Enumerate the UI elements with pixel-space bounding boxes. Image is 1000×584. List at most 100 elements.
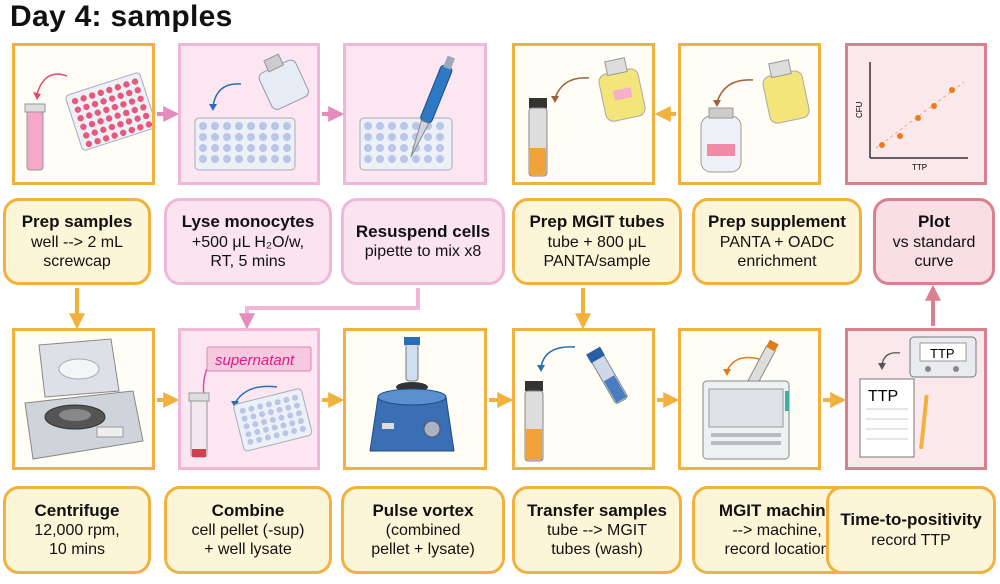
well-dot — [262, 426, 269, 433]
ttp-notebook: TTP — [868, 388, 898, 405]
well-dot — [400, 144, 408, 152]
well-dot — [376, 155, 384, 163]
step-line: well --> 2 mL — [30, 233, 124, 251]
well-dot — [295, 410, 302, 417]
well-dot — [376, 133, 384, 141]
well-dot — [283, 396, 290, 403]
well-dot — [80, 95, 87, 102]
well-dot — [282, 430, 289, 437]
well-dot — [364, 122, 372, 130]
well-dot — [283, 122, 291, 130]
well-dot — [273, 432, 280, 439]
well-dot — [134, 115, 141, 122]
time-to-positivity-panel: TTP TTP — [845, 328, 987, 470]
well-dot — [267, 409, 274, 416]
prep-supplement-panel — [678, 43, 821, 185]
arrow-resuspend-to-combine — [239, 288, 420, 330]
well-dot — [364, 144, 372, 152]
step-heading: MGIT machine — [718, 500, 836, 520]
well-dot — [271, 155, 279, 163]
well-dot — [259, 122, 267, 130]
step-line: (combined — [385, 522, 461, 539]
step-heading: Combine — [211, 500, 285, 520]
well-dot — [436, 144, 444, 152]
step-heading: Prep MGIT tubes — [529, 212, 665, 232]
step-time-to-positivity: Time-to-positivity record TTP — [826, 486, 996, 574]
well-dot — [199, 144, 207, 152]
well-dot — [436, 155, 444, 163]
step-heading: Resuspend cells — [355, 221, 491, 241]
well-dot — [247, 133, 255, 141]
plot-panel: CFU TTP — [845, 43, 987, 185]
well-dot — [74, 106, 82, 113]
well-dot — [199, 133, 207, 141]
step-line: 12,000 rpm, — [34, 522, 120, 539]
step-line: +500 μL H₂O/w, — [191, 233, 305, 251]
well-dot — [114, 112, 121, 119]
step-prep-mgit: Prep MGIT tubes tube + 800 μL PANTA/samp… — [512, 198, 682, 285]
well-dot — [211, 133, 219, 141]
step-line: cell pellet (-sup) — [191, 522, 305, 539]
step-line: --> machine, — [732, 522, 822, 539]
well-dot — [223, 144, 231, 152]
well-dot — [102, 135, 110, 142]
prep-samples-panel — [12, 43, 155, 185]
step-heading: Prep supplement — [708, 212, 846, 232]
well-dot — [252, 421, 259, 428]
pulse-vortex-panel — [343, 328, 487, 470]
well-dot — [142, 112, 150, 120]
well-dot — [106, 86, 113, 94]
well-dot — [140, 104, 147, 111]
plot-xlabel: TTP — [912, 163, 927, 172]
well-dot — [388, 133, 396, 141]
well-dot — [100, 98, 107, 105]
plot-icon: CFU TTP — [855, 62, 968, 172]
well-dot — [211, 155, 219, 163]
well-dot — [85, 140, 93, 148]
well-dot — [131, 106, 138, 114]
well-dot — [245, 431, 252, 438]
step-centrifuge: Centrifuge 12,000 rpm, 10 mins — [3, 486, 151, 574]
well-dot — [83, 103, 90, 111]
well-dot — [271, 424, 278, 431]
well-dot — [120, 101, 127, 108]
well-dot — [103, 106, 110, 114]
step-line: 10 mins — [48, 541, 106, 559]
combine-panel: supernatant — [178, 328, 320, 470]
step-line: curve — [914, 252, 954, 270]
well-dot — [364, 155, 372, 163]
mgit-machine-panel — [678, 328, 821, 470]
well-dot — [274, 399, 281, 406]
well-dot — [261, 418, 268, 425]
well-dot — [137, 95, 144, 102]
well-dot — [292, 394, 299, 401]
well-dot — [280, 422, 287, 429]
lyse-monocytes-panel — [178, 43, 320, 185]
well-dot — [128, 98, 136, 105]
well-dot — [111, 103, 119, 111]
step-line: PANTA + OADC — [719, 233, 835, 251]
well-dot — [269, 416, 276, 423]
step-prep-supplement: Prep supplement PANTA + OADC enrichment — [692, 198, 862, 285]
well-dot — [97, 89, 104, 96]
well-dot — [94, 137, 101, 145]
well-dot — [388, 144, 396, 152]
well-dot — [376, 122, 384, 130]
step-plot: Plot vs standard curve — [873, 198, 995, 285]
step-prep-samples: Prep samples well --> 2 mL screwcap — [3, 198, 151, 285]
well-dot — [283, 133, 291, 141]
well-dot — [388, 155, 396, 163]
well-dot — [91, 129, 98, 136]
well-dot — [131, 78, 139, 85]
well-dot — [376, 144, 384, 152]
well-dot — [299, 425, 306, 432]
well-dot — [120, 129, 127, 137]
step-transfer-samples: Transfer samples tube --> MGIT tubes (wa… — [512, 486, 682, 574]
well-dot — [235, 133, 243, 141]
well-dot — [400, 155, 408, 163]
step-line: pellet + lysate) — [371, 541, 475, 559]
step-combine: Combine cell pellet (-sup) + well lysate — [164, 486, 332, 574]
step-line: RT, 5 mins — [210, 252, 286, 270]
well-dot — [199, 155, 207, 163]
step-heading: Transfer samples — [527, 500, 667, 520]
